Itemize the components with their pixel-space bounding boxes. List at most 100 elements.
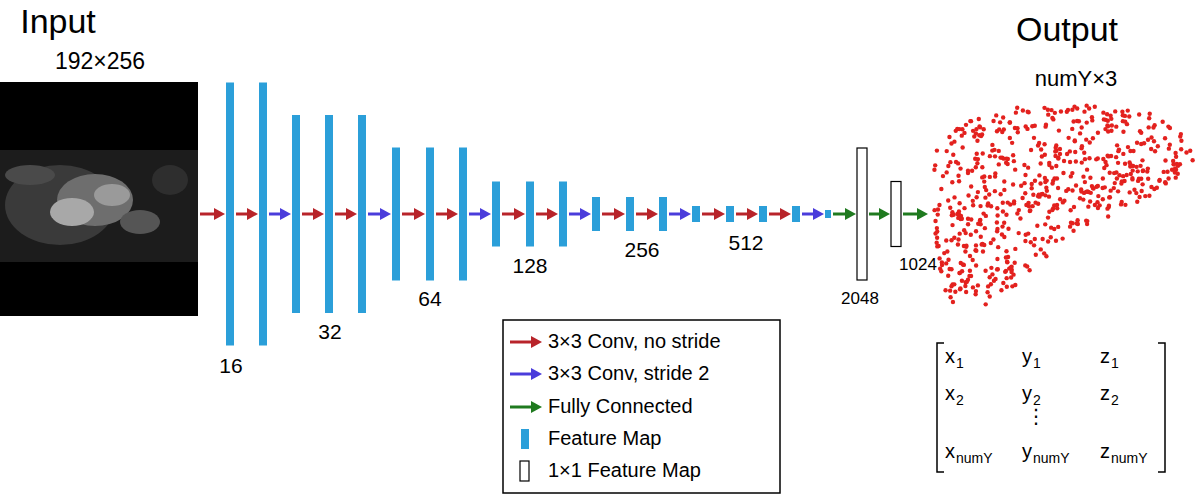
point bbox=[1015, 105, 1019, 109]
point bbox=[994, 113, 998, 117]
point bbox=[1039, 247, 1043, 251]
point bbox=[1163, 136, 1167, 140]
point bbox=[964, 123, 968, 127]
point bbox=[1029, 240, 1033, 244]
image-band bbox=[0, 150, 198, 262]
point bbox=[1014, 110, 1018, 114]
point bbox=[1029, 148, 1033, 152]
point bbox=[968, 269, 972, 273]
point bbox=[1033, 179, 1037, 183]
feature-map bbox=[259, 83, 267, 346]
point bbox=[1157, 179, 1161, 183]
matrix-entry: y bbox=[1022, 382, 1032, 405]
point bbox=[1093, 104, 1097, 108]
point bbox=[987, 192, 991, 196]
point bbox=[1022, 163, 1026, 167]
point bbox=[1038, 181, 1042, 185]
point bbox=[983, 195, 987, 199]
point bbox=[1032, 136, 1036, 140]
point bbox=[1096, 131, 1100, 135]
point bbox=[1028, 208, 1032, 212]
point bbox=[1054, 164, 1058, 168]
point bbox=[1054, 239, 1058, 243]
point bbox=[971, 199, 975, 203]
point bbox=[1031, 193, 1035, 197]
arrow-shaft bbox=[510, 373, 533, 376]
arrow-shaft bbox=[502, 213, 516, 216]
point bbox=[1012, 159, 1016, 163]
point bbox=[995, 267, 999, 271]
point bbox=[1147, 194, 1151, 198]
matrix-subscript: 1 bbox=[956, 355, 964, 371]
arrow-shaft bbox=[702, 213, 716, 216]
point bbox=[949, 141, 953, 145]
point bbox=[1086, 204, 1090, 208]
point bbox=[995, 206, 999, 210]
point bbox=[1053, 149, 1057, 153]
point bbox=[960, 269, 964, 273]
point bbox=[1141, 168, 1145, 172]
point bbox=[1027, 268, 1031, 272]
point bbox=[1134, 165, 1138, 169]
point bbox=[997, 149, 1001, 153]
point bbox=[962, 228, 966, 232]
image-ventricle bbox=[50, 198, 94, 226]
point bbox=[950, 223, 954, 227]
legend-text: 3×3 Conv, no stride bbox=[548, 330, 721, 353]
point bbox=[1108, 188, 1112, 192]
point bbox=[966, 171, 970, 175]
network-layers bbox=[200, 83, 928, 346]
point bbox=[996, 267, 1000, 271]
point bbox=[1140, 182, 1144, 186]
matrix-subscript: 1 bbox=[1111, 355, 1119, 371]
point bbox=[1121, 174, 1125, 178]
point bbox=[1091, 136, 1095, 140]
point bbox=[1101, 176, 1105, 180]
point bbox=[1074, 159, 1078, 163]
point bbox=[1176, 164, 1180, 168]
feature-map bbox=[692, 206, 700, 222]
fc-size: 1024 bbox=[899, 255, 937, 275]
point bbox=[1033, 237, 1037, 241]
point bbox=[993, 189, 997, 193]
point bbox=[1069, 174, 1073, 178]
point bbox=[1156, 144, 1160, 148]
point bbox=[975, 139, 979, 143]
point bbox=[1174, 175, 1178, 179]
point bbox=[989, 241, 993, 245]
point bbox=[1019, 183, 1023, 187]
point bbox=[1070, 188, 1074, 192]
arrow-shaft bbox=[903, 213, 919, 216]
point bbox=[1165, 169, 1169, 173]
point bbox=[946, 198, 950, 202]
legend-sample bbox=[520, 461, 529, 481]
matrix-entry: y bbox=[1022, 345, 1032, 368]
legend-text: 3×3 Conv, stride 2 bbox=[548, 362, 709, 385]
point bbox=[1073, 138, 1077, 142]
image-tissue bbox=[152, 165, 188, 195]
point bbox=[1018, 216, 1022, 220]
point bbox=[958, 286, 962, 290]
point bbox=[1043, 176, 1047, 180]
point bbox=[945, 249, 949, 253]
point bbox=[1083, 180, 1087, 184]
arrow-head bbox=[680, 208, 691, 220]
point bbox=[1113, 109, 1117, 113]
point bbox=[1030, 182, 1034, 186]
point bbox=[991, 237, 995, 241]
point bbox=[969, 184, 973, 188]
point bbox=[1002, 221, 1006, 225]
point bbox=[1081, 197, 1085, 201]
image-tissue bbox=[5, 165, 55, 185]
point bbox=[974, 131, 978, 135]
point bbox=[1043, 153, 1047, 157]
point bbox=[1109, 117, 1113, 121]
point bbox=[958, 287, 962, 291]
matrix-subscript: numY bbox=[956, 450, 993, 466]
point bbox=[937, 256, 941, 260]
point bbox=[993, 154, 997, 158]
point bbox=[1029, 186, 1033, 190]
point bbox=[1023, 191, 1027, 195]
point bbox=[935, 244, 939, 248]
legend-box bbox=[503, 320, 780, 493]
